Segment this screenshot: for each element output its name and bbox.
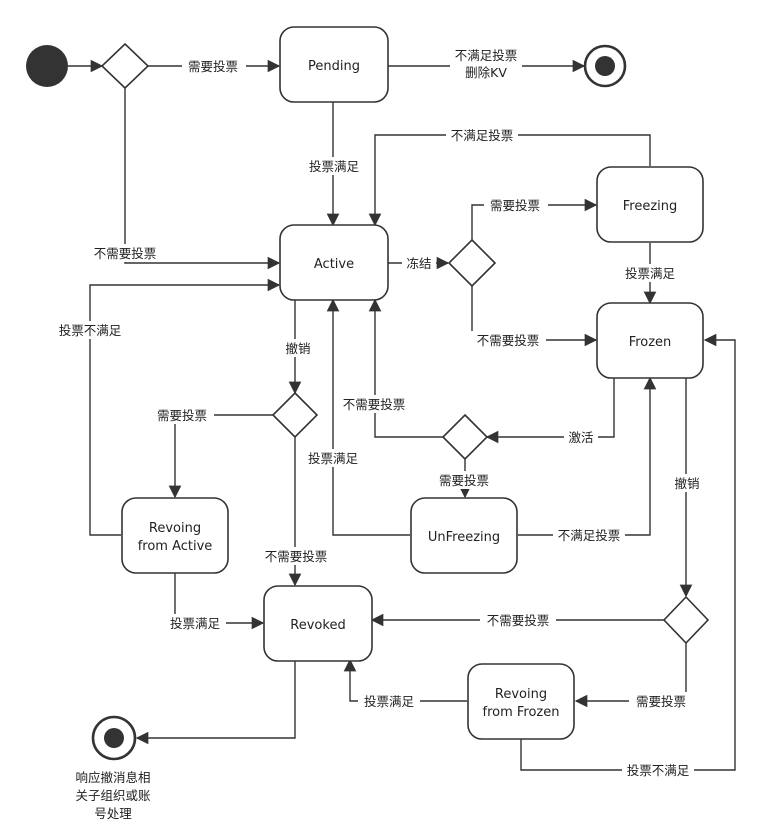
- label-freeze: 冻结: [406, 256, 431, 271]
- label-revoke-frozen-no-vote: 不需要投票: [487, 613, 550, 628]
- label-revoke-need-vote: 需要投票: [157, 408, 207, 423]
- state-revoing-from-active: Revoing from Active: [121, 497, 229, 574]
- edge-frozen-to-activate-decision: [485, 378, 615, 444]
- state-pending: Pending: [279, 26, 389, 103]
- state-revoing-from-frozen-label-1: Revoing: [495, 687, 547, 702]
- state-revoing-from-frozen: Revoing from Frozen: [467, 663, 575, 740]
- state-frozen-label: Frozen: [629, 335, 672, 350]
- label-freezing-satisfied: 投票满足: [625, 266, 676, 281]
- state-active-label: Active: [314, 257, 354, 272]
- state-freezing-label: Freezing: [623, 199, 678, 214]
- label-pending-satisfied: 投票满足: [309, 159, 360, 174]
- final-note: 响应撤消息相 关子组织或账 号处理: [75, 770, 151, 821]
- label-freezing-not-enough: 不满足投票: [451, 128, 514, 143]
- edge-unfreezing-to-active: [326, 298, 410, 536]
- edge-decision-to-active: [124, 88, 281, 270]
- final-note-line-2: 关子组织或账: [75, 788, 151, 803]
- state-pending-label: Pending: [308, 59, 360, 74]
- label-no-vote-needed-active: 不需要投票: [94, 246, 157, 261]
- end-node-revoked: [91, 715, 137, 761]
- state-frozen: Frozen: [596, 302, 704, 379]
- edge-labels: 需要投票 不满足投票 删除KV 投票满足 不需要投票 冻结 需要投票 不满足投票…: [54, 46, 704, 779]
- state-freezing: Freezing: [596, 166, 704, 243]
- label-need-vote: 需要投票: [188, 59, 238, 74]
- edges: [68, 59, 736, 771]
- label-revoke-frozen: 撤销: [674, 476, 699, 491]
- edge-revoing-frozen-to-revoked: [343, 658, 467, 702]
- edge-revoing-frozen-to-frozen: [520, 333, 736, 771]
- label-revoke-frozen-need-vote: 需要投票: [636, 694, 686, 709]
- label-activate-no-vote: 不需要投票: [343, 397, 406, 412]
- label-unfreezing-not-enough: 不满足投票: [558, 528, 621, 543]
- decision-initial: [100, 42, 150, 90]
- label-revoke-active: 撤销: [285, 341, 310, 356]
- end-node-pending: [583, 44, 627, 88]
- edge-freeze-decision-to-freezing: [471, 198, 598, 240]
- state-revoing-from-frozen-label-2: from Frozen: [483, 705, 560, 720]
- edge-revoing-active-to-active: [89, 278, 281, 536]
- label-unfreezing-satisfied: 投票满足: [308, 451, 359, 466]
- state-revoing-from-active-label-2: from Active: [138, 539, 213, 554]
- decision-activate: [441, 413, 489, 461]
- state-active: Active: [279, 224, 389, 301]
- decision-revoke-frozen: [662, 595, 710, 645]
- label-activate: 激活: [568, 430, 593, 445]
- state-revoked-label: Revoked: [290, 618, 345, 633]
- label-revoing-active-satisfied: 投票满足: [170, 616, 221, 631]
- label-revoing-frozen-satisfied: 投票满足: [364, 694, 415, 709]
- label-revoing-frozen-not-enough: 投票不满足: [627, 763, 690, 778]
- state-unfreezing: UnFreezing: [410, 497, 518, 574]
- decision-revoke-active: [271, 391, 319, 439]
- final-note-line-3: 号处理: [94, 806, 132, 821]
- final-note-line-1: 响应撤消息相: [75, 770, 150, 785]
- label-revoing-active-not-enough: 投票不满足: [59, 323, 122, 338]
- label-revoke-no-vote: 不需要投票: [265, 549, 328, 564]
- edge-revoked-to-final: [135, 661, 296, 745]
- label-not-enough-vote-2: 删除KV: [465, 65, 507, 80]
- label-not-enough-vote-1: 不满足投票: [455, 48, 518, 63]
- state-revoing-from-active-label-1: Revoing: [149, 521, 201, 536]
- edge-activate-decision-to-active: [368, 298, 443, 438]
- label-activate-need-vote: 需要投票: [439, 473, 489, 488]
- state-unfreezing-label: UnFreezing: [428, 530, 500, 545]
- label-freeze-no-vote: 不需要投票: [477, 333, 540, 348]
- state-revoked: Revoked: [263, 585, 373, 662]
- decision-freeze: [447, 238, 497, 288]
- label-freezing-need-vote: 需要投票: [490, 198, 540, 213]
- start-node: [26, 45, 68, 87]
- edge-revoke-decision-to-revoing-active: [168, 414, 273, 499]
- edge-unfreezing-to-frozen: [518, 376, 657, 536]
